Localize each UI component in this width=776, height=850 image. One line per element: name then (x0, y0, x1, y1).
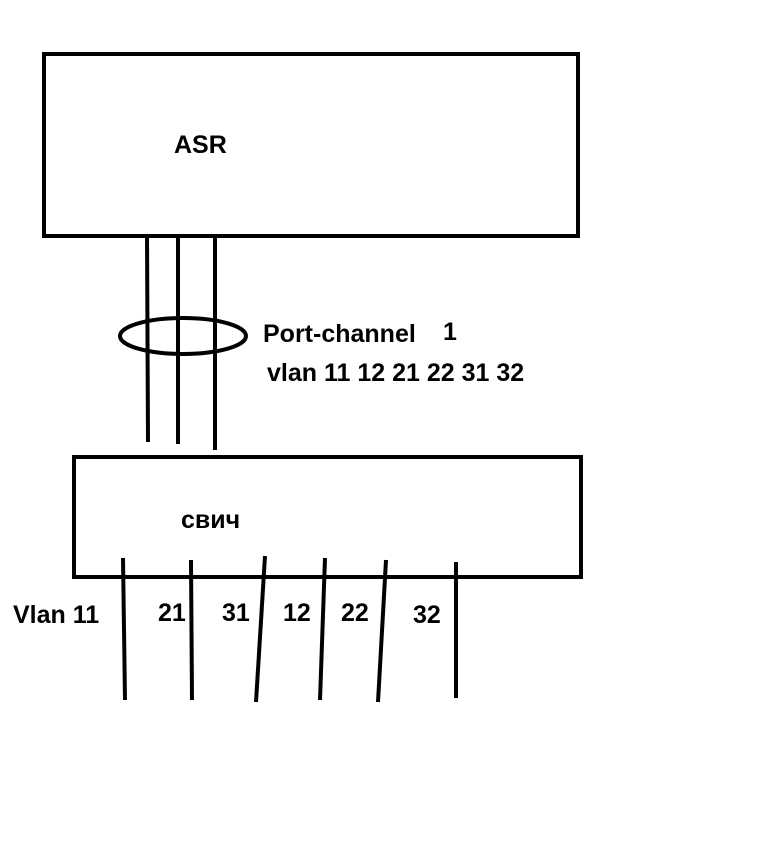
port-label-32: 32 (413, 601, 441, 629)
port-channel-label: Port-channel (263, 320, 416, 348)
asr-label: ASR (174, 131, 227, 159)
asr-router-box (42, 52, 580, 238)
port-label-12: 12 (283, 599, 311, 627)
port-label-31: 31 (222, 599, 250, 627)
port-label-21: 21 (158, 599, 186, 627)
port-channel-ellipse (118, 316, 248, 356)
port-label-22: 22 (341, 599, 369, 627)
uplink-line-1 (145, 235, 150, 443)
port-line-vlan11 (121, 557, 127, 701)
switch-label: свич (181, 506, 241, 534)
trunk-vlan-list: vlan 11 12 21 22 31 32 (267, 359, 525, 387)
port-label-vlan11: Vlan 11 (13, 601, 100, 629)
port-line-12 (318, 557, 327, 701)
port-line-31 (254, 555, 267, 703)
port-line-21 (189, 559, 194, 701)
switch-box (72, 455, 583, 579)
port-channel-number: 1 (443, 318, 457, 346)
port-line-22 (376, 559, 388, 703)
